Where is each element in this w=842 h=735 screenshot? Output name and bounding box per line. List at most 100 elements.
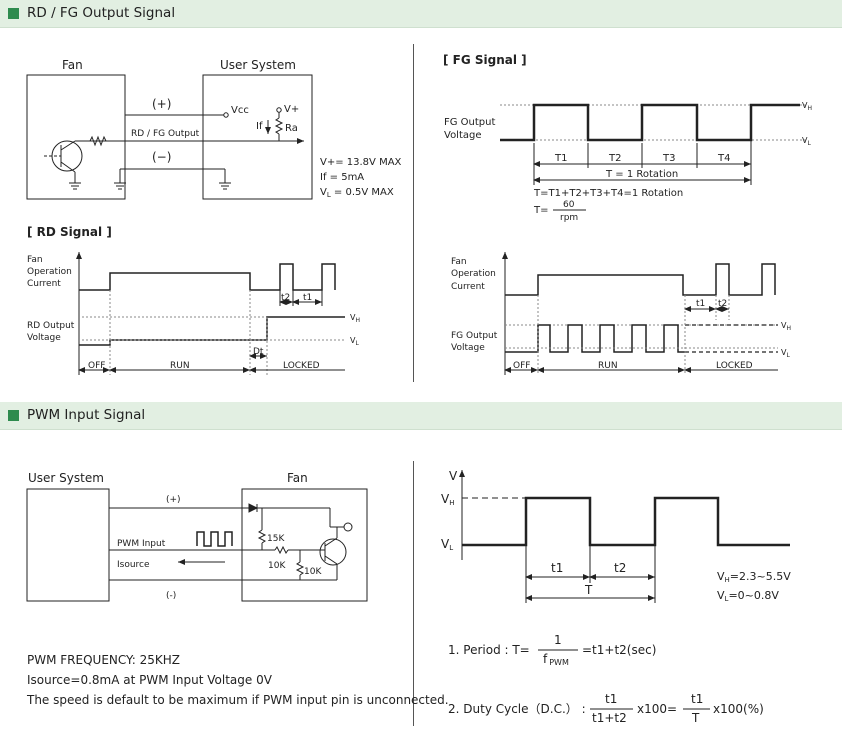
t4-label: T4 bbox=[717, 153, 730, 164]
duty-denominator-2: T bbox=[691, 711, 700, 725]
t2-label: T2 bbox=[608, 153, 621, 164]
fan-label: Fan bbox=[451, 257, 467, 267]
t1-label: t1 bbox=[696, 299, 705, 309]
current-label: Current bbox=[451, 282, 485, 292]
locked-label: LOCKED bbox=[283, 361, 320, 371]
run-label: RUN bbox=[170, 361, 190, 371]
spec-vl: VL = 0.5V MAX bbox=[320, 187, 394, 199]
pwm-pulse-icon bbox=[196, 531, 233, 547]
resistor-icon bbox=[274, 117, 284, 135]
rdfg-circuit-labels: Fan User System (+) (−) Vcc V+ If Ra RD … bbox=[62, 58, 402, 199]
t-rotation-label: T = 1 Rotation bbox=[605, 169, 678, 180]
vh-spec: VH=2.3~5.5V bbox=[717, 570, 791, 584]
off-label: OFF bbox=[513, 361, 530, 371]
rd-current-waveform bbox=[79, 263, 336, 291]
t3-label: T3 bbox=[662, 153, 675, 164]
fg-signal-diagram bbox=[500, 103, 808, 211]
vcc-label: Vcc bbox=[231, 105, 249, 116]
minus-label: (−) bbox=[152, 150, 171, 164]
t1-label: t1 bbox=[303, 293, 312, 303]
isource-label: Isource bbox=[117, 560, 150, 570]
v-axis-label: V bbox=[449, 469, 458, 483]
duty-end: x100(%) bbox=[713, 702, 764, 716]
formula-fraction-bars bbox=[538, 649, 710, 710]
vplus-label: V+ bbox=[284, 104, 299, 115]
rdfg-circuit bbox=[26, 74, 313, 200]
t2-label: t2 bbox=[281, 293, 290, 303]
pwm-section-title: PWM Input Signal bbox=[27, 407, 146, 423]
vertical-divider-top bbox=[413, 44, 414, 382]
duty-label: 2. Duty Cycle（D.C.） : bbox=[448, 702, 586, 716]
vl-spec: VL=0~0.8V bbox=[717, 589, 779, 603]
current-label: Current bbox=[27, 279, 61, 289]
transistor-icon bbox=[319, 538, 347, 566]
t1-label: t1 bbox=[551, 561, 563, 575]
fan-label: Fan bbox=[27, 255, 43, 265]
pwm-circuit bbox=[26, 488, 368, 602]
rd-output-label: RD Output bbox=[27, 321, 75, 331]
fg-current-waveform bbox=[505, 263, 776, 296]
vertical-divider-bottom bbox=[413, 461, 414, 726]
r10k-label-b: 10K bbox=[304, 567, 322, 577]
pwm-waveform bbox=[462, 496, 790, 547]
duty-mid: x100= bbox=[637, 702, 677, 716]
isource-note: Isource=0.8mA at PWM Input Voltage 0V bbox=[27, 673, 272, 687]
pwm-circuit-labels: User System Fan (+) (-) PWM Input Isourc… bbox=[28, 471, 322, 601]
fg-signal-labels: [ FG Signal ] FG Output Voltage VH VL T1… bbox=[443, 53, 812, 223]
fan-box bbox=[241, 488, 368, 602]
period-t-label: T bbox=[584, 583, 593, 597]
rd-fg-output-label: RD / FG Output bbox=[131, 129, 200, 139]
user-system-label: User System bbox=[28, 471, 104, 485]
fg-output-waveform bbox=[505, 324, 685, 353]
t-equals: T= bbox=[533, 205, 549, 216]
rd-signal-diagram bbox=[76, 252, 345, 375]
fg-locked-diagram bbox=[502, 252, 778, 375]
voltage-label: Voltage bbox=[27, 333, 61, 343]
vl-label: VL bbox=[781, 348, 790, 359]
rd-signal-heading: [ RD Signal ] bbox=[27, 225, 112, 239]
rd-output-waveform bbox=[79, 316, 345, 346]
duty-denominator-1: t1+t2 bbox=[592, 711, 627, 725]
fan-label: Fan bbox=[62, 58, 83, 72]
fan-box bbox=[26, 74, 126, 200]
dt-label: Dt bbox=[253, 347, 264, 357]
section-marker-icon bbox=[8, 8, 19, 19]
fg-signal-heading: [ FG Signal ] bbox=[443, 53, 527, 67]
pwm-section-header: PWM Input Signal bbox=[0, 402, 842, 430]
r10k-label-a: 10K bbox=[268, 561, 286, 571]
vh-label: VH bbox=[441, 492, 454, 507]
pwm-waveform-labels: V VH VL t1 t2 T VH=2.3~5.5V VL=0~0.8V bbox=[441, 469, 791, 603]
pwm-input-label: PWM Input bbox=[117, 539, 166, 549]
operation-label: Operation bbox=[27, 267, 72, 277]
ra-label: Ra bbox=[285, 123, 298, 134]
rdfg-section-header: RD / FG Output Signal bbox=[0, 0, 842, 28]
pwm-waveform-diagram bbox=[459, 470, 790, 603]
output-pin-icon bbox=[343, 522, 353, 532]
spec-vplus: V+= 13.8V MAX bbox=[320, 157, 402, 168]
fg-output-label: FG Output bbox=[444, 117, 495, 128]
resistor-icon bbox=[257, 529, 267, 544]
vh-label: VH bbox=[350, 313, 360, 324]
diode-icon bbox=[248, 503, 259, 513]
vh-label: VH bbox=[781, 321, 791, 332]
fg-locked-labels: Fan Operation Current FG Output Voltage … bbox=[451, 257, 791, 371]
resistor-icon bbox=[89, 135, 107, 147]
t2-label: t2 bbox=[718, 299, 727, 309]
locked-label: LOCKED bbox=[716, 361, 753, 371]
duty-numerator-2: t1 bbox=[691, 692, 703, 706]
section-marker-icon bbox=[8, 410, 19, 421]
t-denominator: rpm bbox=[560, 213, 578, 223]
resistor-icon bbox=[274, 545, 289, 555]
fg-output-label: FG Output bbox=[451, 331, 498, 341]
plus-label: (+) bbox=[152, 97, 171, 111]
t1-label: T1 bbox=[554, 153, 567, 164]
fan-label: Fan bbox=[287, 471, 308, 485]
resistor-icon bbox=[295, 561, 305, 576]
t-numerator: 60 bbox=[563, 200, 575, 210]
r15k-label: 15K bbox=[267, 534, 285, 544]
period-numerator: 1 bbox=[554, 633, 562, 647]
user-system-label: User System bbox=[220, 58, 296, 72]
